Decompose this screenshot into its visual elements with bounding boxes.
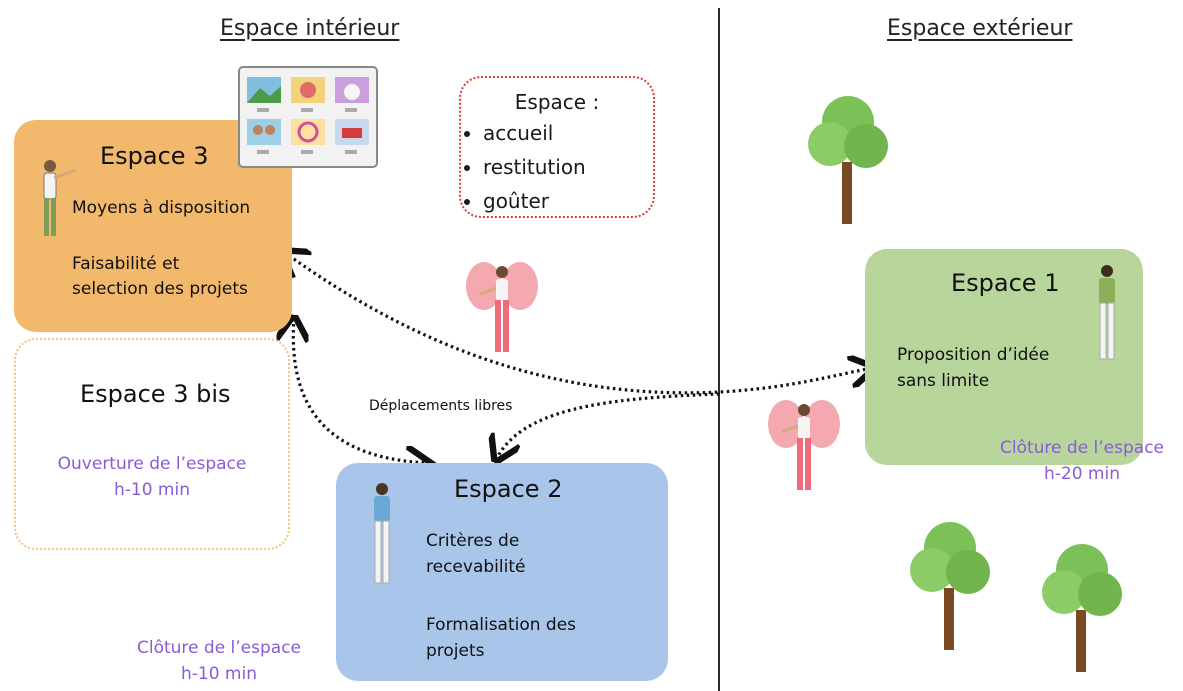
- espace1-line1: Proposition d’idée: [897, 345, 1050, 365]
- arrow-espace3-espace1: [284, 252, 872, 395]
- espace3-title: Espace 3: [100, 142, 209, 170]
- arrow-espace2-center: [496, 392, 721, 460]
- espace1-box: Espace 1 Proposition d’idée sans limite: [865, 249, 1143, 465]
- person-icon: [1099, 265, 1115, 360]
- picture-board-icon: [238, 66, 378, 168]
- espace2-close-line1: Clôture de l’espace: [136, 638, 302, 658]
- info-box: Espace : accueil restitution goûter: [459, 76, 655, 218]
- espace1-title: Espace 1: [951, 269, 1060, 297]
- espace3bis-title: Espace 3 bis: [80, 380, 231, 408]
- person-icon: [374, 483, 390, 584]
- espace2-line4: projets: [426, 641, 485, 661]
- person-icon: [43, 160, 77, 236]
- espace2-line3: Formalisation des: [426, 615, 577, 635]
- espace2-box: Espace 2 Critères de recevabilité Formal…: [336, 463, 668, 681]
- espace3bis-box: Espace 3 bis Ouverture de l’espace h-10 …: [14, 338, 290, 550]
- tree-icon: [1042, 544, 1122, 672]
- espace3bis-open-line2: h-10 min: [113, 480, 190, 500]
- list-item: restitution: [483, 150, 653, 184]
- movement-label: Déplacements libres: [369, 398, 513, 414]
- espace2-line1: Critères de: [426, 531, 520, 551]
- espace1-close-line1: Clôture de l’espace: [999, 438, 1165, 458]
- arrow-espace3-espace2: [293, 318, 428, 463]
- espace3bis-open-line1: Ouverture de l’espace: [57, 454, 247, 474]
- espace3-line3: selection des projets: [72, 279, 248, 299]
- espace3-line1: Moyens à disposition: [72, 198, 251, 218]
- list-item: goûter: [483, 184, 653, 218]
- fairy-icon: [768, 400, 840, 490]
- info-box-list: accueil restitution goûter: [461, 116, 653, 218]
- heading-exterieur: Espace extérieur: [887, 16, 1073, 41]
- espace2-title: Espace 2: [454, 475, 563, 503]
- espace1-line2: sans limite: [897, 371, 990, 391]
- list-item: accueil: [483, 116, 653, 150]
- espace2-close-line2: h-10 min: [180, 664, 257, 684]
- espace3-line2: Faisabilité et: [72, 254, 180, 274]
- info-box-title: Espace :: [514, 90, 600, 114]
- tree-icon: [808, 96, 888, 224]
- fairy-icon: [466, 262, 538, 352]
- heading-interieur: Espace intérieur: [220, 16, 400, 41]
- espace2-line2: recevabilité: [426, 557, 526, 577]
- espace1-close-line2: h-20 min: [1043, 464, 1120, 484]
- tree-icon: [910, 522, 990, 650]
